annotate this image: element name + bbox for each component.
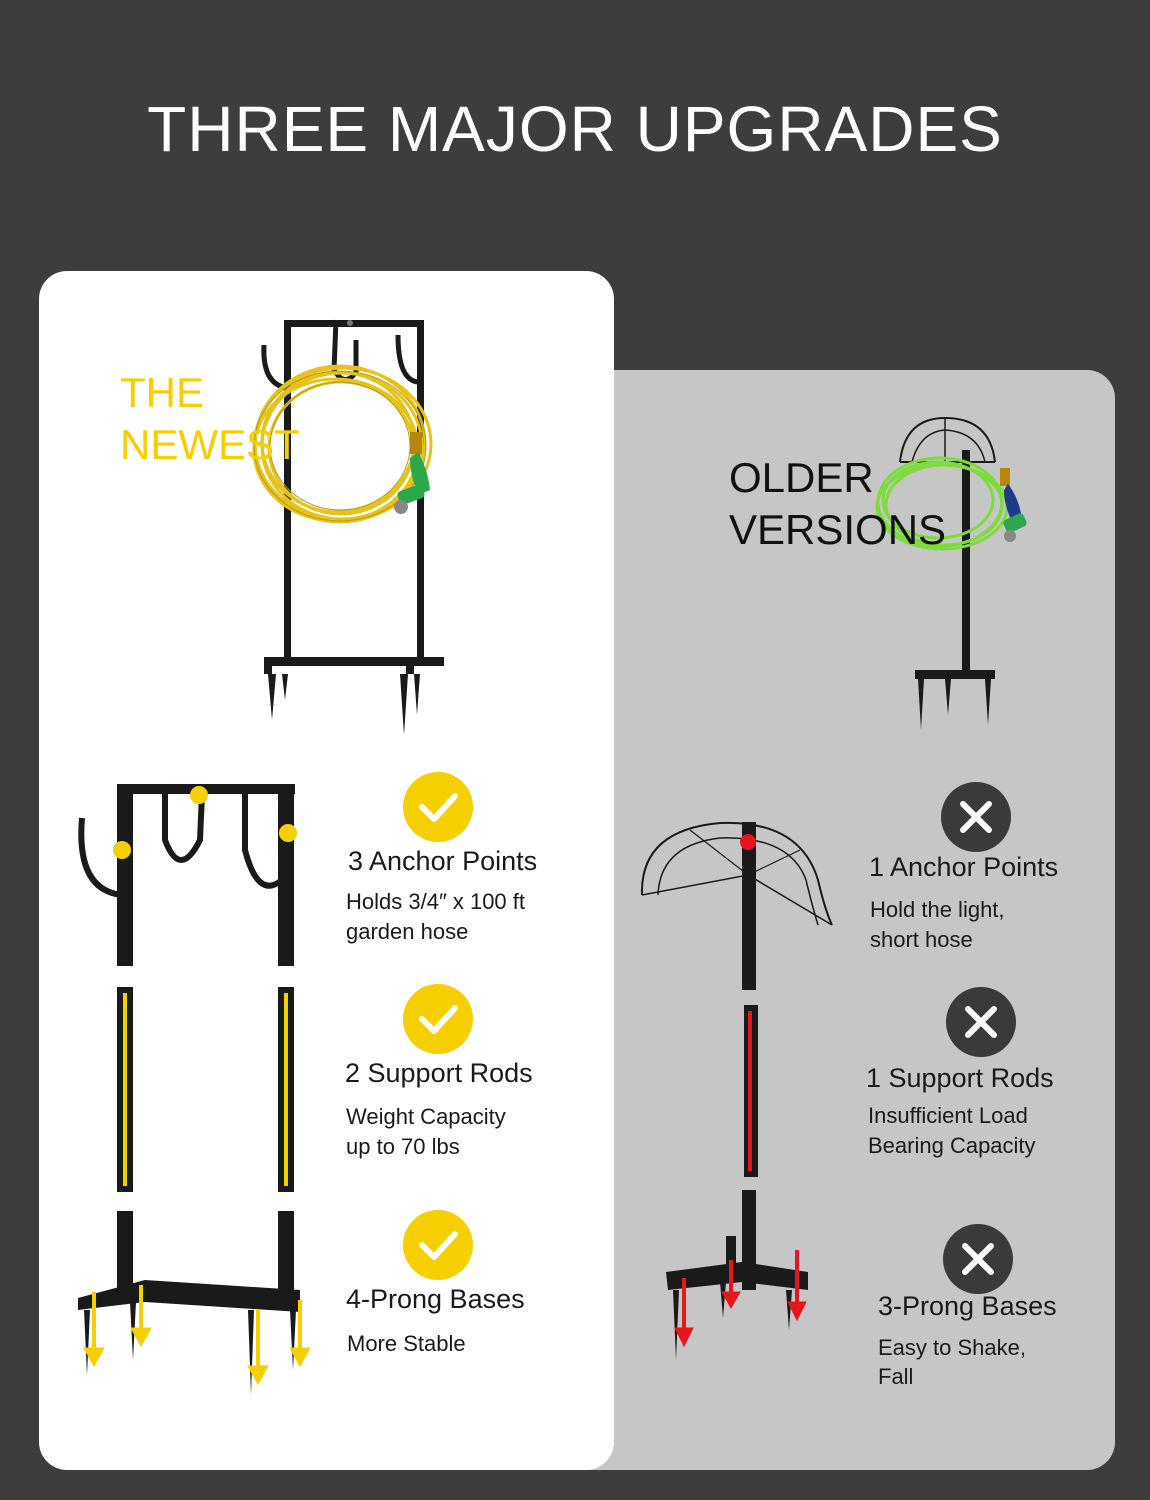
older-feature-3-title: 3-Prong Bases: [878, 1291, 1057, 1321]
newest-feature-3-desc-1: More Stable: [347, 1331, 466, 1356]
older-feature-2-desc-1: Insufficient Load: [868, 1103, 1028, 1128]
newest-label: THE NEWEST: [120, 367, 300, 471]
check-icon: [403, 984, 473, 1054]
newest-feature-1-desc-1: Holds 3/4″ x 100 ft: [346, 889, 525, 914]
newest-base: [78, 1211, 311, 1395]
newest-feature-1-title: 3 Anchor Points: [348, 846, 538, 876]
newest-feature-3-title: 4-Prong Bases: [346, 1284, 525, 1314]
newest-panel: [39, 271, 614, 1470]
newest-feature-2-desc-1: Weight Capacity: [346, 1104, 506, 1129]
newest-rack-image: [252, 319, 444, 735]
older-versions-panel: [560, 370, 1115, 1470]
older-top-dome: [640, 821, 833, 990]
newest-support-rods: [117, 987, 294, 1192]
x-icon: [946, 987, 1016, 1057]
older-base: [666, 1190, 808, 1360]
page-title: THREE MAJOR UPGRADES: [147, 93, 1003, 165]
check-icon: [403, 1210, 473, 1280]
newest-feature-1-desc-2: garden hose: [346, 919, 469, 944]
older-label-line2: VERSIONS: [729, 506, 947, 553]
older-feature-2-title: 1 Support Rods: [866, 1063, 1054, 1093]
older-feature-1-title: 1 Anchor Points: [869, 852, 1059, 882]
older-feature-3-desc-2: Fall: [878, 1364, 914, 1389]
older-label-line1: OLDER: [729, 454, 874, 501]
x-icon: [941, 782, 1011, 852]
older-support-rod: [744, 1005, 758, 1177]
older-feature-3-desc-1: Easy to Shake,: [878, 1335, 1026, 1360]
newest-feature-2-title: 2 Support Rods: [345, 1058, 533, 1088]
older-stand-image: [875, 416, 1027, 730]
x-icon: [943, 1224, 1013, 1294]
newest-top-frame: [78, 784, 297, 966]
check-icon: [403, 772, 473, 842]
older-label: OLDER VERSIONS: [729, 452, 946, 556]
newest-feature-2-desc-2: up to 70 lbs: [346, 1134, 460, 1159]
older-feature-2-desc-2: Bearing Capacity: [868, 1133, 1036, 1158]
newest-label-line2: NEWEST: [120, 421, 300, 468]
older-feature-1-desc-2: short hose: [870, 927, 973, 952]
newest-label-line1: THE: [120, 369, 204, 416]
older-feature-1-desc-1: Hold the light,: [870, 897, 1005, 922]
